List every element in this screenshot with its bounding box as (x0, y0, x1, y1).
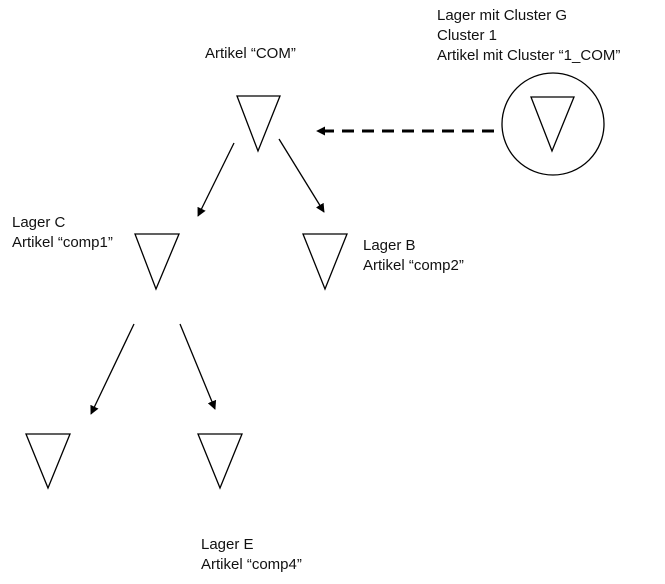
label-cluster-line3: Artikel mit Cluster “1_COM” (437, 47, 621, 64)
node-left-leaf-triangle (25, 433, 71, 490)
label-node-e-line2: Artikel “comp4” (201, 556, 302, 573)
label-cluster-line1: Lager mit Cluster G (437, 7, 568, 24)
edge-com-to-comp2 (278, 138, 325, 213)
label-top-node: Artikel “COM” (205, 45, 296, 62)
node-com-triangle (236, 95, 281, 153)
label-node-b-line1: Lager B (363, 237, 416, 254)
edge-comp1-to-left-leaf (90, 323, 135, 415)
label-node-b-line2: Artikel “comp2” (363, 257, 464, 274)
edge-comp1-to-comp4 (179, 323, 217, 410)
cluster-circle (501, 72, 605, 176)
label-cluster-line2: Cluster 1 (437, 27, 498, 44)
cluster-node-triangle (530, 96, 575, 153)
label-node-c-line1: Lager C (12, 214, 66, 231)
node-comp4-triangle (197, 433, 243, 490)
label-node-c-line2: Artikel “comp1” (12, 234, 113, 251)
node-comp1-triangle (134, 233, 180, 291)
edge-com-to-comp1 (197, 142, 235, 217)
label-node-e-line1: Lager E (201, 536, 254, 553)
node-comp2-triangle (302, 233, 348, 291)
